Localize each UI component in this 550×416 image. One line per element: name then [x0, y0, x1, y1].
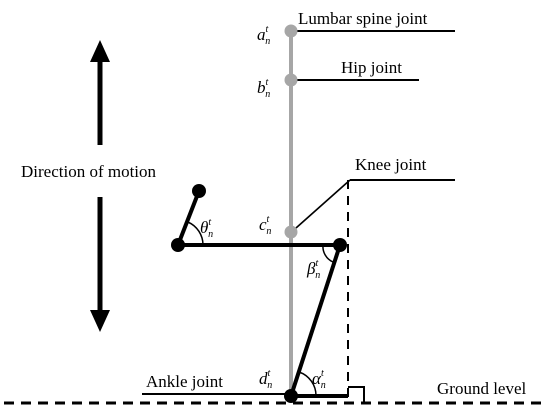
- beta-angle-arc: [322, 244, 334, 263]
- hand-marker: [192, 184, 206, 198]
- alpha-angle-arc: [298, 371, 317, 397]
- down-arrow-head: [90, 310, 110, 332]
- ankle-label: Ankle joint: [146, 372, 223, 391]
- ankle-joint-marker: [284, 389, 298, 403]
- hip-label: Hip joint: [341, 58, 402, 77]
- knee-joint-marker-gray: [284, 225, 298, 239]
- arm-segment: [176, 190, 201, 246]
- lumbar-joint-marker: [284, 24, 298, 38]
- knee-leader: [295, 179, 351, 229]
- hip-joint-marker: [284, 73, 298, 87]
- knee-joint-marker: [333, 238, 347, 252]
- up-arrow-head: [90, 40, 110, 62]
- shank-segment: [289, 244, 342, 397]
- ground-label: Ground level: [437, 379, 527, 398]
- direction-label: Direction of motion: [21, 162, 157, 181]
- right-angle-marker: [348, 386, 365, 403]
- knee-label: Knee joint: [355, 155, 427, 174]
- theta-angle-arc: [187, 221, 204, 246]
- elbow-marker: [171, 238, 185, 252]
- lumbar-label: Lumbar spine joint: [298, 9, 428, 28]
